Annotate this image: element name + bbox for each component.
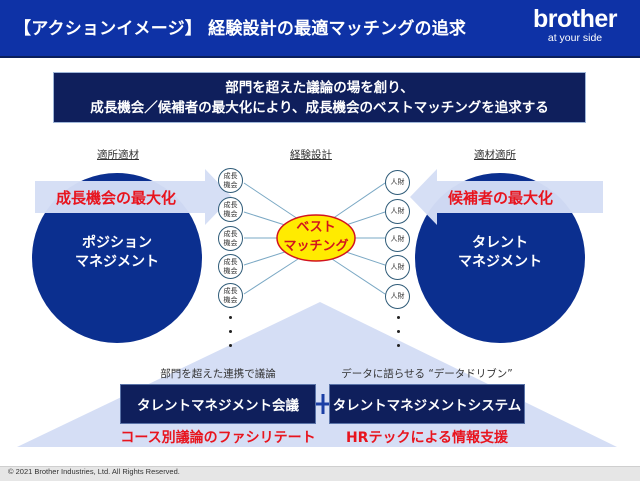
right-arrow-label: 候補者の最大化 [448,189,554,207]
ellipsis-dot [229,344,232,347]
right-arrow-icon [35,169,232,225]
talent-node: 人財 [385,284,410,309]
talent-management-label: タレント マネジメント [440,234,560,272]
ellipsis-dot [397,316,400,319]
talent-management-line-1: タレント [472,235,528,251]
slide-title: 【アクションイメージ】 経験設計の最適マッチングの追求 [14,19,467,39]
match-line-2: マッチング [283,239,349,254]
position-management-circle [32,173,202,343]
banner-line-2: 成長機会／候補者の最大化により、成長機会のベストマッチングを追求する [90,100,549,116]
talent-node: 人財 [385,199,410,224]
talent-node: 人財 [385,170,410,195]
node-line-2: 機会 [223,180,238,189]
ellipsis-dot [229,316,232,319]
footer-bar [0,466,640,481]
position-management-line-1: ポジション [82,235,152,251]
node-label: 人財 [390,178,405,186]
talent-management-system-box: タレントマネジメントシステム [329,384,525,424]
copyright-text: © 2021 Brother Industries, Ltd. All Righ… [8,467,180,476]
node-line-2: 機会 [223,295,238,304]
node-label: 人財 [390,235,405,243]
header-divider [0,56,640,58]
left-arrow-label: 成長機会の最大化 [56,189,177,207]
node-label: 人財 [390,207,405,215]
growth-opportunity-node: 成長機会 [218,254,243,279]
center-section-label: 経験設計 [290,149,332,161]
logo-tagline: at your side [547,32,603,44]
best-matching-ellipse [276,214,356,262]
talent-node: 人財 [385,255,410,280]
header-bar [0,0,640,56]
brother-logo: brother at your side [522,6,628,44]
node-line-1: 成長 [223,229,238,238]
node-line-2: 機会 [223,209,238,218]
node-label: 人財 [390,292,405,300]
talent-management-line-2: マネジメント [458,254,542,270]
plus-icon [315,394,331,414]
node-line-1: 成長 [223,200,238,209]
node-line-1: 成長 [223,171,238,180]
growth-opportunity-node: 成長機会 [218,283,243,308]
growth-opportunity-node: 成長機会 [218,197,243,222]
position-management-line-2: マネジメント [75,254,159,270]
ellipsis-dot [229,330,232,333]
logo-brand: brother [533,5,618,33]
talent-management-meeting-box: タレントマネジメント会議 [120,384,316,424]
right-section-label: 適材適所 [474,149,516,161]
left-section-label: 適所適材 [97,149,139,161]
right-connector-lines [331,182,386,295]
match-line-1: ベスト [296,220,336,235]
meeting-caption: 部門を超えた連携で議論 [160,368,276,380]
left-arrow-icon [410,169,603,225]
talent-node: 人財 [385,227,410,252]
summary-banner: 部門を超えた議論の場を創り、 成長機会／候補者の最大化により、成長機会のベストマ… [53,72,586,123]
best-matching-label: ベスト マッチング [277,218,355,256]
system-caption: データに語らせる “データドリブン” [341,368,513,380]
growth-opportunity-node: 成長機会 [218,226,243,251]
ellipsis-dot [397,344,400,347]
left-connector-lines [243,182,299,295]
meeting-facilitation-label: コース別議論のファシリテート [120,430,316,446]
node-label: 人財 [390,263,405,271]
position-management-label: ポジション マネジメント [57,234,177,272]
banner-line-1: 部門を超えた議論の場を創り、 [225,80,414,96]
node-line-2: 機会 [223,238,238,247]
talent-management-circle [415,173,585,343]
growth-opportunity-node: 成長機会 [218,168,243,193]
node-line-2: 機会 [223,266,238,275]
node-line-1: 成長 [223,257,238,266]
node-line-1: 成長 [223,286,238,295]
ellipsis-dot [397,330,400,333]
hr-tech-support-label: HRテックによる情報支援 [345,430,509,446]
